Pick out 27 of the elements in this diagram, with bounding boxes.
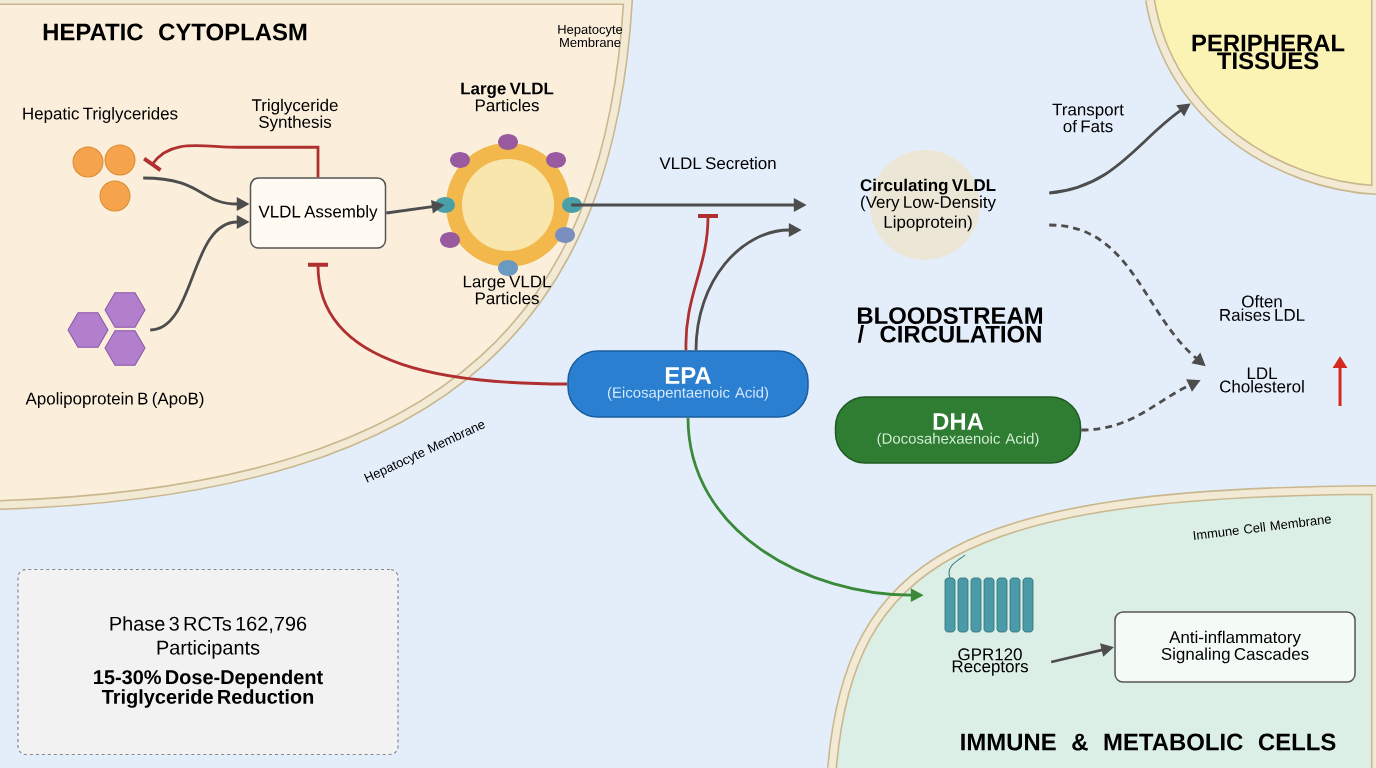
- region-label: BLOODSTREAM / CIRCULATION: [857, 307, 1043, 343]
- membrane-label: Hepatocyte Membrane: [558, 24, 623, 48]
- evidence-box: Phase 3 RCTs 162,796 Participants 15-30% Dose-Dependent Triglyceride Reduction: [17, 568, 399, 756]
- node-label: Large VLDL Particles: [461, 82, 554, 112]
- node-label: Hepatic Triglycerides: [23, 107, 178, 123]
- ldl-label: LDL Cholesterol: [1220, 367, 1304, 393]
- circulating-vldl: Circulating VLDL (Very Low-Density Lipoprotein): [860, 150, 996, 260]
- arrow: [684, 214, 718, 351]
- triglyceride-drawing: Hepatic Triglycerides: [23, 107, 178, 212]
- note-label: Often Raises LDL: [1220, 295, 1305, 321]
- node-label: GPR120 Receptors: [952, 648, 1028, 676]
- node-label: Large VLDL Particles: [463, 275, 551, 305]
- process-box: VLDL Assembly: [249, 177, 387, 249]
- edge-label: Transport of Fats: [1052, 103, 1124, 133]
- arrow: [143, 144, 320, 178]
- edge-label: VLDL Secretion: [659, 156, 776, 170]
- apob-drawing: Apolipoprotein B (ApoB): [25, 292, 204, 408]
- tissue-cell: PERIPHERAL TISSUES: [1145, 0, 1376, 196]
- drug-pill: EPA (Eicosapentaenoic Acid): [567, 350, 809, 418]
- process-box: Anti-inflammatory Signaling Cascades: [1114, 611, 1356, 683]
- edge-label: Triglyceride Synthesis: [251, 98, 338, 132]
- vldl-particle-drawing: Large VLDL Particles Large VLDL Particles: [435, 82, 582, 305]
- arrow: [308, 262, 568, 386]
- drug-pill: DHA (Docosahexaenoic Acid): [834, 396, 1082, 464]
- membrane-label: Immune Cell Membrane: [1193, 516, 1331, 540]
- receptor-drawing: GPR120 Receptors: [944, 554, 1034, 676]
- node-label: Apolipoprotein B (ApoB): [25, 392, 204, 408]
